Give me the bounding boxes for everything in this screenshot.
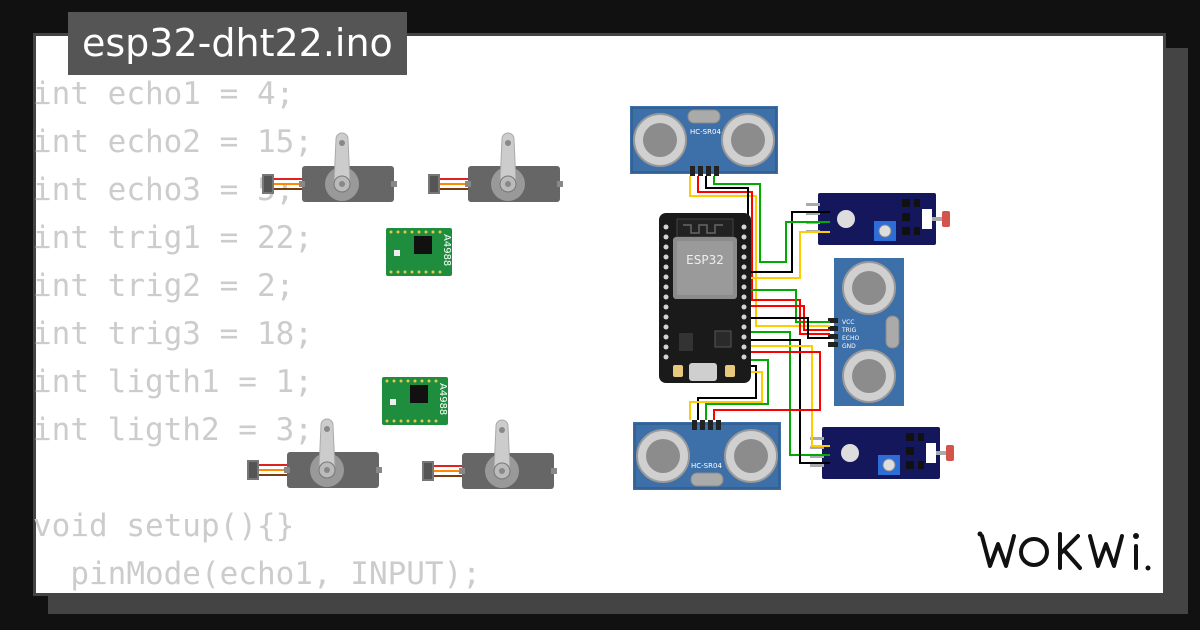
svg-text:VCC: VCC <box>842 319 854 326</box>
wokwi-logo <box>977 531 1151 571</box>
wiring <box>689 176 830 464</box>
code-line: int echo2 = 15; <box>33 124 313 160</box>
svg-text:GND: GND <box>842 343 856 350</box>
svg-text:TRIG: TRIG <box>841 327 857 334</box>
code-line: int trig1 = 22; <box>33 220 313 256</box>
light-sensor-module <box>805 192 951 246</box>
preview-card <box>33 33 1166 596</box>
stepper-driver: A4988 <box>386 228 452 276</box>
code-line: void setup(){} <box>33 508 295 544</box>
code-line: int ligth2 = 3; <box>33 412 313 448</box>
ultrasonic-sensor: HC-SR04 <box>632 419 782 491</box>
code-line: int ligth1 = 1; <box>33 364 313 400</box>
svg-text:A4988: A4988 <box>441 234 452 266</box>
svg-text:A4988: A4988 <box>437 383 448 415</box>
ultrasonic-sensor: HC-SR04 <box>629 105 779 177</box>
svg-text:ECHO: ECHO <box>842 335 859 342</box>
servo-motor <box>427 132 564 203</box>
page-title: esp32-dht22.ino <box>68 12 407 75</box>
code-line: int echo1 = 4; <box>33 76 295 112</box>
esp32-board: ESP32 <box>659 213 751 383</box>
servo-motor <box>421 419 558 490</box>
svg-text:ESP32: ESP32 <box>686 253 724 267</box>
svg-text:HC-SR04: HC-SR04 <box>690 128 721 136</box>
code-line: int trig3 = 18; <box>33 316 313 352</box>
servo-motor <box>246 418 383 489</box>
servo-motor <box>261 132 398 203</box>
light-sensor-module <box>809 426 955 480</box>
ultrasonic-sensor: VCC TRIG ECHO GND <box>828 258 904 406</box>
code-line: pinMode(echo1, INPUT); <box>33 556 481 592</box>
stepper-driver: A4988 <box>382 377 448 425</box>
svg-text:HC-SR04: HC-SR04 <box>691 462 722 470</box>
code-line: int trig2 = 2; <box>33 268 295 304</box>
